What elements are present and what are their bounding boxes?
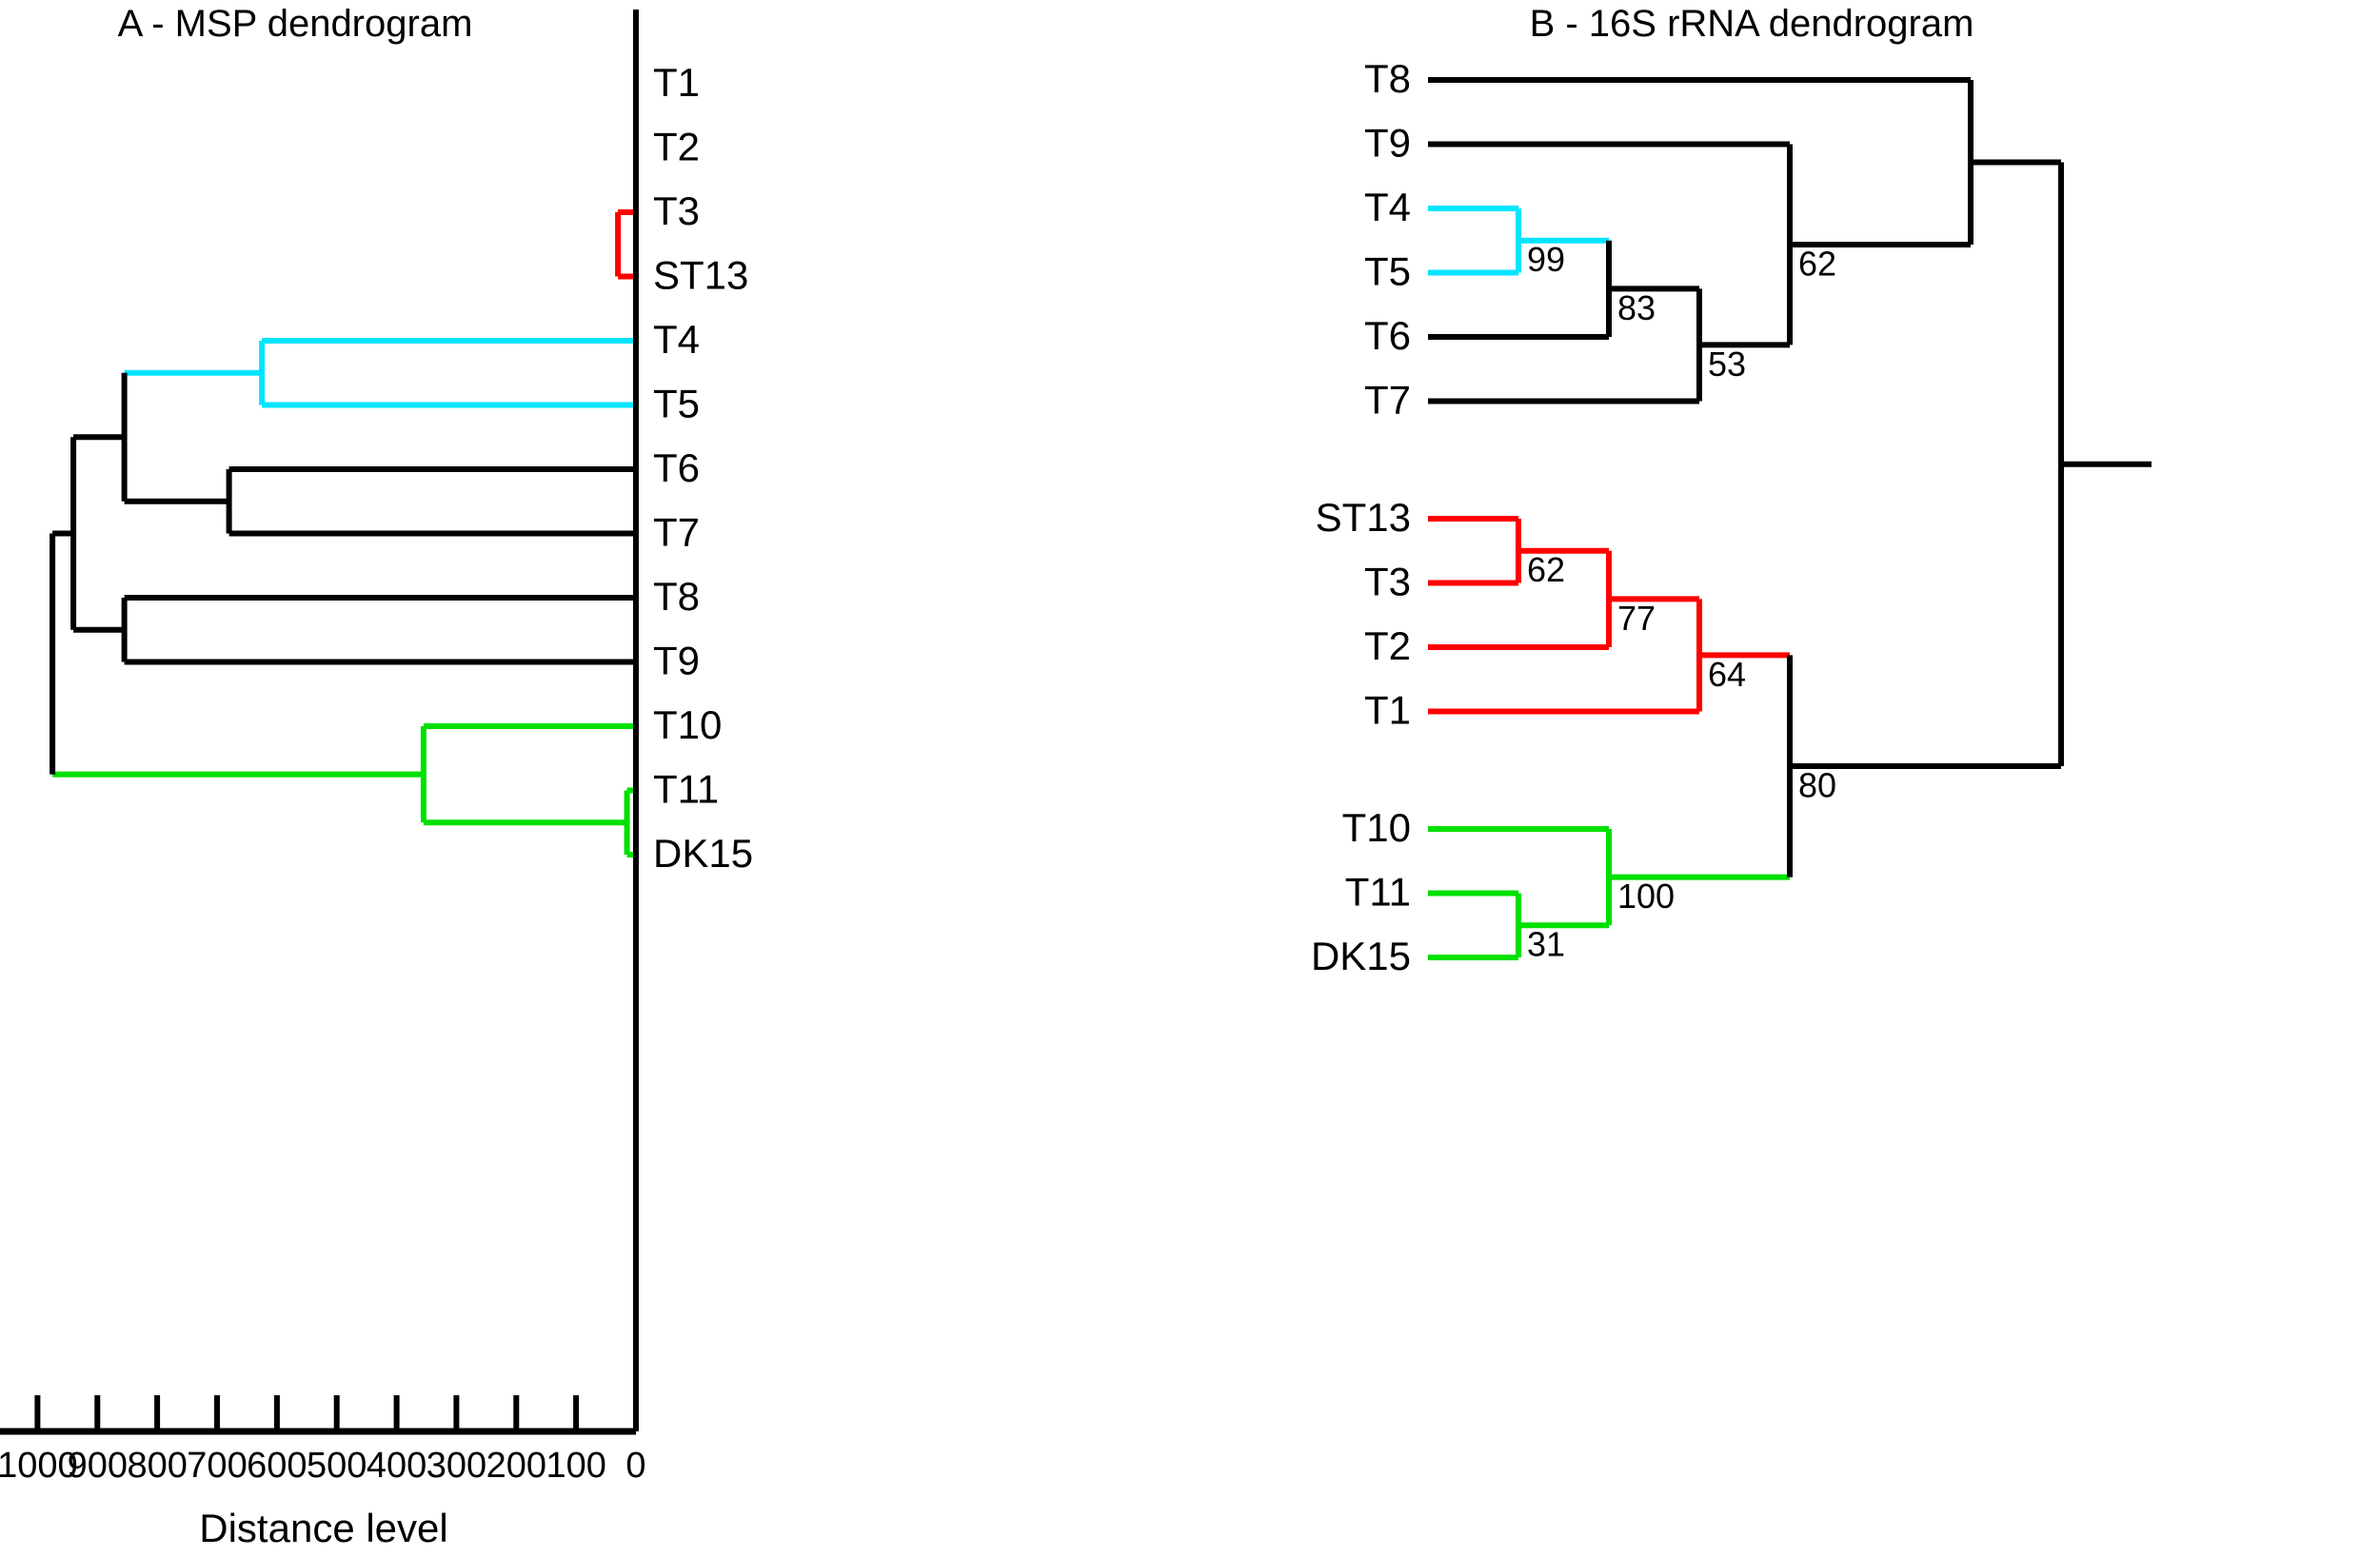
leaf-label-t6: T6 bbox=[1364, 313, 1411, 358]
leaf-label-t11: T11 bbox=[1345, 870, 1411, 915]
panel-a-title: A - MSP dendrogram bbox=[118, 3, 473, 45]
axis-tick-label-700: 700 bbox=[187, 1446, 247, 1486]
panel-b-branches bbox=[1428, 77, 2152, 960]
leaf-label-t7: T7 bbox=[1364, 378, 1411, 423]
bootstrap-value-b_t9_clade: 62 bbox=[1798, 244, 1836, 283]
leaf-label-t10: T10 bbox=[653, 702, 722, 747]
leaf-label-t10: T10 bbox=[1342, 805, 1411, 850]
leaf-label-t9: T9 bbox=[1364, 121, 1411, 166]
leaf-label-t2: T2 bbox=[653, 125, 700, 169]
axis-tick-label-100: 100 bbox=[545, 1446, 605, 1486]
bootstrap-value-b_t4_t5: 99 bbox=[1527, 240, 1565, 279]
leaf-label-dk15: DK15 bbox=[1311, 934, 1411, 978]
panel-b-canvas: B - 16S rRNA dendrogram T8T9T4T5T6T7ST13… bbox=[1311, 3, 2152, 978]
leaf-label-t2: T2 bbox=[1364, 623, 1411, 668]
leaf-label-dk15: DK15 bbox=[653, 831, 753, 876]
leaf-label-st13: ST13 bbox=[1316, 495, 1411, 540]
leaf-label-t11: T11 bbox=[653, 767, 719, 812]
bootstrap-value-b_st13_t3: 62 bbox=[1527, 550, 1565, 589]
leaf-label-st13: ST13 bbox=[653, 253, 748, 298]
leaf-label-t4: T4 bbox=[1364, 185, 1411, 229]
panel-b-title: B - 16S rRNA dendrogram bbox=[1530, 3, 1974, 45]
leaf-label-t1: T1 bbox=[653, 60, 700, 105]
axis-tick-label-200: 200 bbox=[486, 1446, 546, 1486]
axis-tick-label-800: 800 bbox=[127, 1446, 187, 1486]
leaf-label-t5: T5 bbox=[1364, 249, 1411, 294]
panel-a-axis-title: Distance level bbox=[199, 1506, 447, 1550]
bootstrap-value-b_t11_dk15: 31 bbox=[1527, 925, 1565, 964]
leaf-label-t4: T4 bbox=[653, 317, 700, 362]
leaf-label-t7: T7 bbox=[653, 510, 700, 555]
leaf-label-t5: T5 bbox=[653, 382, 700, 426]
bootstrap-value-b_t456_t7: 53 bbox=[1708, 345, 1746, 384]
leaf-label-t1: T1 bbox=[1364, 688, 1411, 733]
axis-tick-label-600: 600 bbox=[247, 1446, 307, 1486]
axis-tick-label-1000: 1000 bbox=[0, 1446, 78, 1486]
bootstrap-value-b_red_green: 80 bbox=[1798, 765, 1836, 804]
axis-tick-label-900: 900 bbox=[68, 1446, 128, 1486]
leaf-label-t9: T9 bbox=[653, 639, 700, 683]
leaf-label-t8: T8 bbox=[1364, 56, 1411, 101]
bootstrap-value-b_red3: 77 bbox=[1617, 599, 1656, 638]
leaf-label-t6: T6 bbox=[653, 445, 700, 490]
axis-tick-label-300: 300 bbox=[426, 1446, 486, 1486]
bootstrap-value-b_green3: 100 bbox=[1617, 877, 1675, 916]
axis-tick-label-400: 400 bbox=[367, 1446, 426, 1486]
leaf-label-t8: T8 bbox=[653, 574, 700, 619]
leaf-label-t3: T3 bbox=[1364, 560, 1411, 604]
panel-a-branches bbox=[50, 209, 636, 858]
panel-b-bootstrap-labels: 99 83 53 62 62 77 64 31 100 80 bbox=[1527, 240, 1836, 964]
bootstrap-value-b_red4: 64 bbox=[1708, 655, 1746, 694]
axis-tick-label-0: 0 bbox=[625, 1446, 645, 1486]
bootstrap-value-b_t45_t6: 83 bbox=[1617, 288, 1656, 327]
axis-tick-label-500: 500 bbox=[307, 1446, 367, 1486]
leaf-label-t3: T3 bbox=[653, 188, 700, 233]
